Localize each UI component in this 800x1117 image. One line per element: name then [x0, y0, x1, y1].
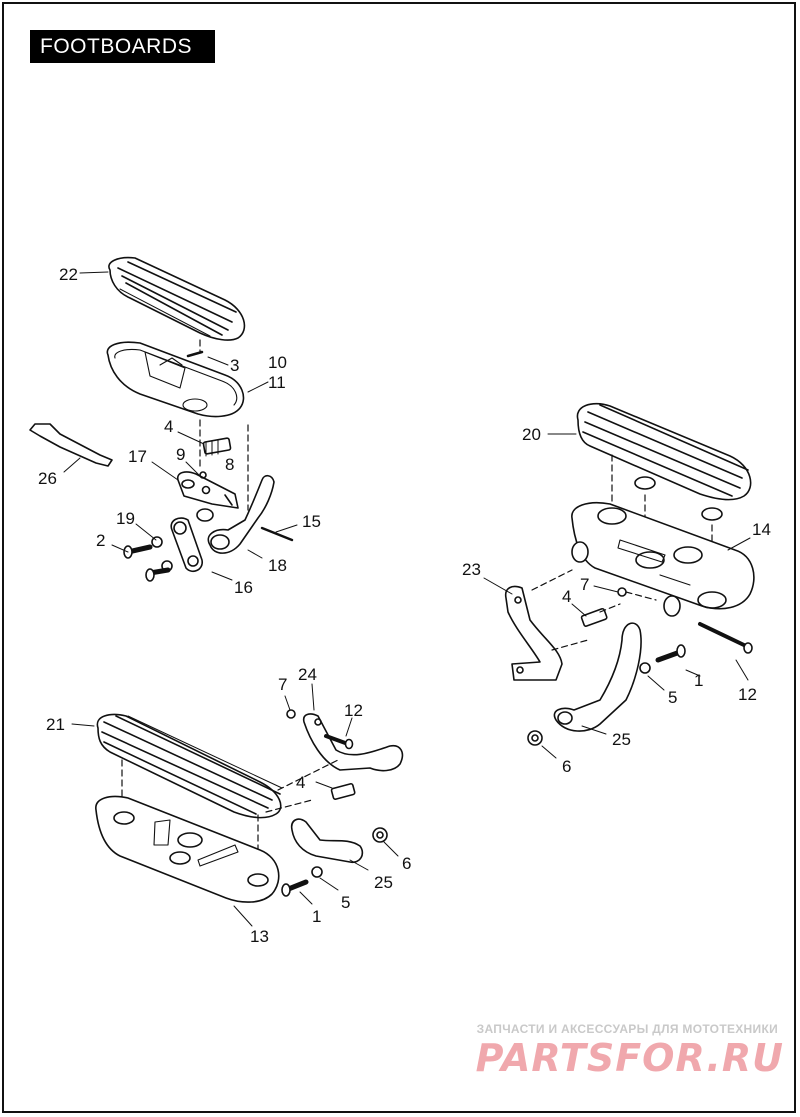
callout-7-lower: 7	[278, 675, 287, 694]
footboard-pad-22	[108, 256, 246, 341]
nut-19	[151, 536, 173, 572]
callout-23: 23	[462, 560, 481, 579]
callout-4-right: 4	[562, 587, 571, 606]
screw-4-right	[580, 607, 608, 627]
support-arm-25-lower	[290, 818, 364, 864]
page-title: FOOTBOARDS	[30, 30, 215, 63]
callout-labels: 22 3 10 11 4 26 17 9 8 15 19 2 18 16 20 …	[38, 265, 771, 946]
nut-6-lower	[372, 827, 388, 843]
screw-1-lower	[281, 879, 309, 897]
support-arm-18	[196, 474, 275, 554]
bracket-23	[504, 585, 563, 681]
footboard-pad-21	[96, 713, 283, 819]
nut-7-right	[617, 587, 627, 597]
pin-15	[260, 526, 294, 542]
link-16	[170, 517, 203, 572]
spring-9	[201, 485, 211, 495]
footboard-base-13	[95, 795, 280, 903]
screw-4-lower	[330, 782, 356, 800]
callout-21: 21	[46, 715, 65, 734]
callout-13: 13	[250, 927, 269, 946]
footboard-base-11	[106, 341, 245, 418]
callout-25-lower: 25	[374, 873, 393, 892]
footboard-base-14	[571, 502, 755, 617]
bracket-24	[302, 713, 404, 772]
watermark-caption: ЗАПЧАСТИ И АКСЕССУАРЫ ДЛЯ МОТОТЕХНИКИ	[476, 1022, 778, 1036]
nut-6-right	[527, 730, 543, 746]
callout-4: 4	[164, 417, 173, 436]
nut-7-lower	[286, 709, 296, 719]
callout-20: 20	[522, 425, 541, 444]
washer-5-right	[639, 662, 651, 674]
bolt-12-lower	[324, 734, 354, 750]
callout-16: 16	[234, 578, 253, 597]
callout-2: 2	[96, 531, 105, 550]
callout-3: 3	[230, 356, 239, 375]
callout-26: 26	[38, 469, 57, 488]
callout-22: 22	[59, 265, 78, 284]
callout-10: 10	[268, 353, 287, 372]
leader-lines	[63, 271, 751, 927]
watermark-logo: PARTSFOR.RU	[475, 1036, 784, 1080]
callout-17: 17	[128, 447, 147, 466]
callout-1-lower: 1	[312, 907, 321, 926]
callout-5-right: 5	[668, 688, 677, 707]
spring-plate-26	[29, 423, 113, 467]
mount-bracket-17	[176, 471, 239, 509]
callout-18: 18	[268, 556, 287, 575]
callout-1-right: 1	[694, 671, 703, 690]
callout-9: 9	[176, 445, 185, 464]
callout-15: 15	[302, 512, 321, 531]
callout-6-right: 6	[562, 757, 571, 776]
support-arm-25-right	[553, 622, 642, 732]
pin-3	[186, 350, 204, 358]
callout-25-right: 25	[612, 730, 631, 749]
callout-14: 14	[752, 520, 771, 539]
callout-7-right: 7	[580, 575, 589, 594]
footboard-pad-20	[576, 402, 752, 521]
callout-12-right: 12	[738, 685, 757, 704]
callout-4-lower: 4	[296, 773, 305, 792]
callout-11: 11	[268, 373, 286, 392]
detent-8	[199, 471, 207, 479]
bolt-12-right	[698, 622, 753, 654]
callout-24: 24	[298, 665, 317, 684]
screw-4-upper	[202, 437, 232, 457]
screw-1-right	[655, 644, 686, 663]
callout-12-lower: 12	[344, 701, 363, 720]
callout-8: 8	[225, 455, 234, 474]
callout-19: 19	[116, 509, 135, 528]
washer-5-lower	[311, 866, 323, 878]
callout-6-lower: 6	[402, 854, 411, 873]
screw-2	[123, 544, 171, 582]
callout-5-lower: 5	[341, 893, 350, 912]
